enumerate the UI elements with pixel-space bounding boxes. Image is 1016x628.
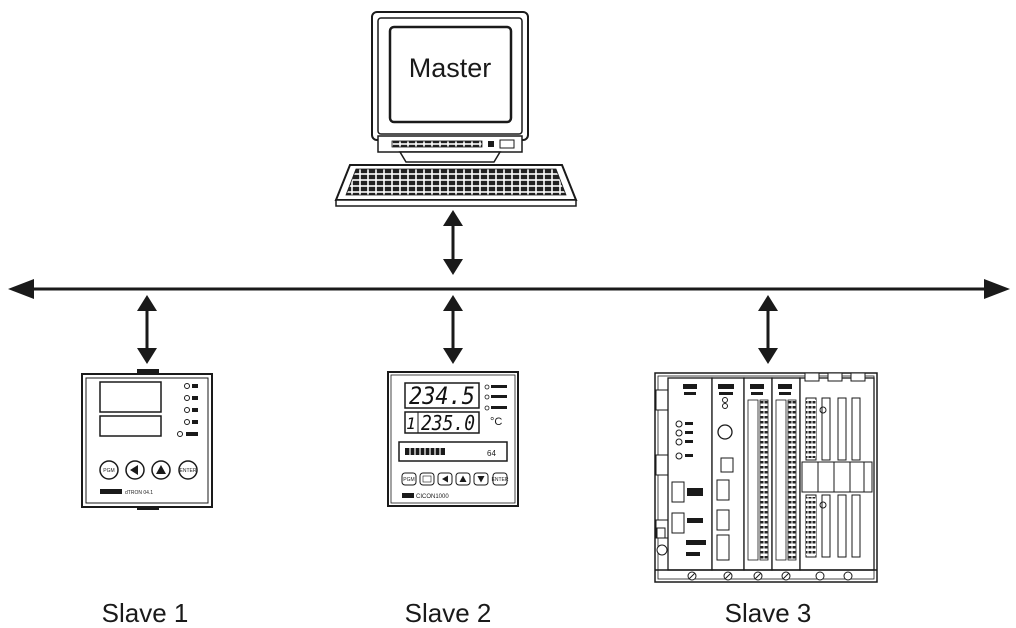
slave2-unit: °C bbox=[490, 416, 502, 428]
slave2-enter-label: ENTER bbox=[492, 477, 509, 483]
slave2-bar-value: 64 bbox=[487, 449, 496, 458]
slave3-label: Slave 3 bbox=[725, 598, 812, 628]
slave1-controller-icon: PGM ENTER dTRON 04.1 bbox=[81, 369, 213, 510]
slave2-display-index: 1 bbox=[406, 414, 416, 433]
slave2-controller-icon: 234.5 1 235.0 °C 64 bbox=[387, 371, 519, 507]
slave2-display-top: 234.5 bbox=[409, 382, 475, 410]
slave3-plc-rack-icon bbox=[654, 372, 878, 583]
slave1-enter-label: ENTER bbox=[180, 468, 197, 474]
slave3-connector-arrow bbox=[758, 295, 778, 364]
bus-line bbox=[8, 279, 1010, 299]
slave2-label: Slave 2 bbox=[405, 598, 492, 628]
slave1-footer: dTRON 04.1 bbox=[125, 490, 153, 496]
slave2-pgm-label: PGM bbox=[403, 477, 414, 483]
slave1-label: Slave 1 bbox=[102, 598, 189, 628]
slave2-display-bottom: 235.0 bbox=[421, 411, 475, 435]
slave2-brand: CICON1000 bbox=[416, 494, 449, 500]
bus-arrow-right-icon bbox=[984, 279, 1010, 299]
slave1-pgm-label: PGM bbox=[103, 468, 114, 474]
master-computer-icon: Master bbox=[334, 11, 578, 207]
slave2-connector-arrow bbox=[443, 295, 463, 364]
bus-arrow-left-icon bbox=[8, 279, 34, 299]
slave1-connector-arrow bbox=[137, 295, 157, 364]
master-label: Master bbox=[409, 53, 492, 83]
master-connector-arrow bbox=[443, 210, 463, 275]
